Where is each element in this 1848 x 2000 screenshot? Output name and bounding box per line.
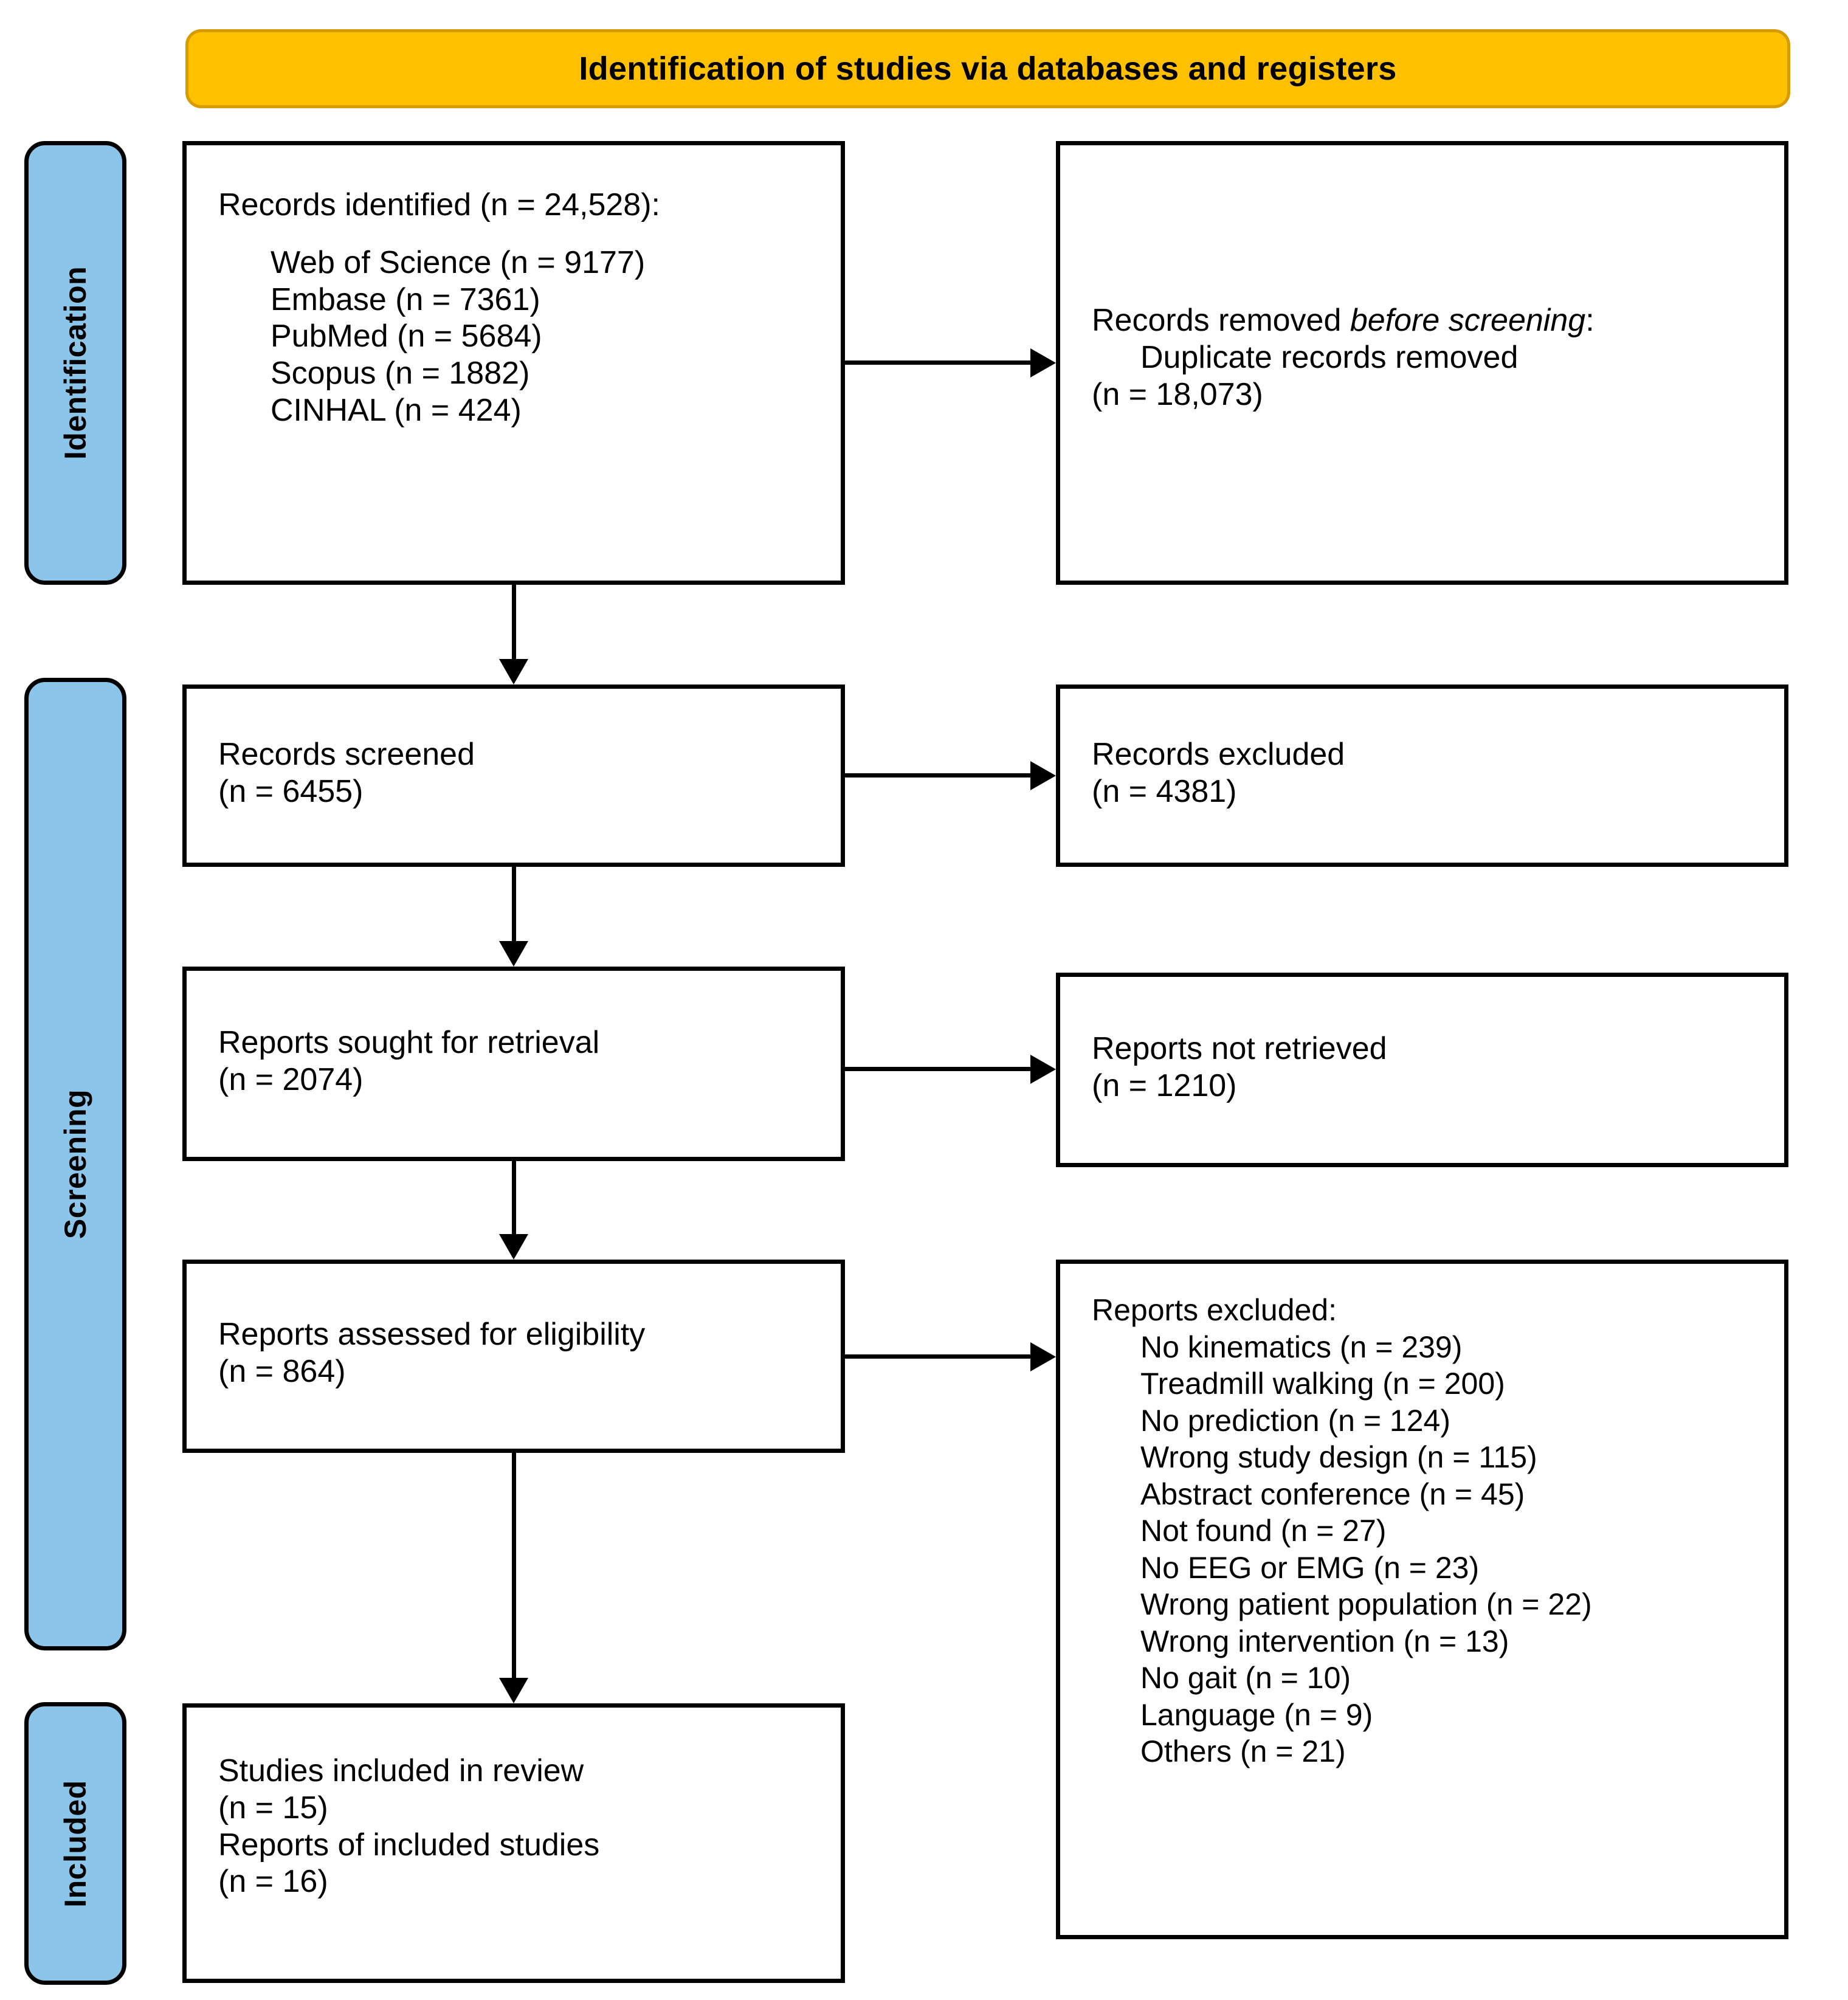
phase-banner-identification: Identification of studies via databases … — [185, 29, 1790, 108]
box-reports-excluded: Reports excluded: No kinematics (n = 239… — [1056, 1260, 1788, 1939]
stage-label-included: Included — [24, 1702, 126, 1985]
spacer — [218, 224, 822, 244]
studies-included-label: Studies included in review — [218, 1753, 584, 1788]
source-embase: Embase (n = 7361) — [271, 281, 540, 317]
connector-sought-to-not-retrieved — [845, 1067, 1030, 1071]
records-removed-heading: Records removed before screening: — [1092, 302, 1766, 339]
arrowhead-right-to-reports-excluded — [1030, 1342, 1056, 1371]
records-screened-count: (n = 6455) — [218, 773, 364, 809]
exclusion-reason-no-kinematics: No kinematics (n = 239) — [1140, 1329, 1463, 1364]
exclusion-reason-treadmill-walking: Treadmill walking (n = 200) — [1140, 1367, 1505, 1401]
stage-label-included-text: Included — [58, 1779, 93, 1908]
records-removed-italic: before screening — [1350, 303, 1586, 338]
reports-of-included-studies-count: (n = 16) — [218, 1864, 328, 1900]
arrowhead-down-to-screened — [499, 659, 528, 684]
duplicate-records-removed-label: Duplicate records removed — [1140, 339, 1519, 375]
connector-identified-to-screened — [512, 585, 516, 659]
stage-label-identification: Identification — [24, 141, 126, 585]
arrowhead-right-to-removed — [1030, 348, 1056, 378]
arrowhead-down-to-sought — [499, 941, 528, 967]
reports-of-included-studies-label: Reports of included studies — [218, 1827, 600, 1863]
box-studies-included-in-review: Studies included in review (n = 15) Repo… — [182, 1703, 845, 1983]
box-records-removed-before-screening: Records removed before screening: Duplic… — [1056, 141, 1788, 585]
arrowhead-right-to-excluded — [1030, 761, 1056, 790]
arrowhead-down-to-assessed — [499, 1234, 528, 1260]
duplicate-records-removed-count: (n = 18,073) — [1092, 376, 1263, 412]
arrowhead-right-to-not-retrieved — [1030, 1055, 1056, 1084]
records-excluded-label: Records excluded — [1092, 737, 1345, 772]
records-excluded-count: (n = 4381) — [1092, 773, 1237, 809]
exclusion-reason-wrong-intervention: Wrong intervention (n = 13) — [1140, 1624, 1509, 1658]
connector-assessed-to-included — [512, 1453, 516, 1678]
box-records-excluded: Records excluded (n = 4381) — [1056, 684, 1788, 867]
reports-excluded-heading: Reports excluded: — [1092, 1293, 1337, 1327]
source-web-of-science: Web of Science (n = 9177) — [271, 244, 646, 280]
banner-title: Identification of studies via databases … — [579, 50, 1397, 87]
exclusion-reason-language: Language (n = 9) — [1140, 1697, 1373, 1732]
reports-not-retrieved-label: Reports not retrieved — [1092, 1031, 1387, 1066]
box-reports-sought-for-retrieval: Reports sought for retrieval (n = 2074) — [182, 967, 845, 1161]
exclusion-reason-others: Others (n = 21) — [1140, 1734, 1346, 1768]
exclusion-reason-not-found: Not found (n = 27) — [1140, 1514, 1387, 1548]
records-screened-label: Records screened — [218, 737, 475, 772]
records-removed-prefix: Records removed — [1092, 303, 1350, 338]
box-reports-assessed-for-eligibility: Reports assessed for eligibility (n = 86… — [182, 1260, 845, 1453]
exclusion-reason-no-prediction: No prediction (n = 124) — [1140, 1403, 1451, 1438]
source-scopus: Scopus (n = 1882) — [271, 356, 530, 391]
connector-sought-to-assessed — [512, 1161, 516, 1234]
arrowhead-down-to-included — [499, 1678, 528, 1703]
box-reports-not-retrieved: Reports not retrieved (n = 1210) — [1056, 973, 1788, 1167]
reports-sought-label: Reports sought for retrieval — [218, 1025, 600, 1060]
stage-label-screening-text: Screening — [58, 1089, 92, 1240]
records-removed-suffix: : — [1585, 303, 1595, 338]
reports-assessed-count: (n = 864) — [218, 1353, 346, 1389]
connector-screened-to-sought — [512, 867, 516, 941]
box-records-screened: Records screened (n = 6455) — [182, 684, 845, 867]
reports-not-retrieved-count: (n = 1210) — [1092, 1067, 1237, 1103]
source-cinhal: CINHAL (n = 424) — [271, 393, 522, 429]
exclusion-reason-no-gait: No gait (n = 10) — [1140, 1661, 1351, 1695]
stage-label-identification-text: Identification — [58, 266, 93, 460]
reports-assessed-label: Reports assessed for eligibility — [218, 1317, 646, 1352]
exclusion-reason-abstract-conference: Abstract conference (n = 45) — [1140, 1477, 1525, 1511]
studies-included-count: (n = 15) — [218, 1790, 328, 1826]
source-pubmed: PubMed (n = 5684) — [271, 319, 542, 354]
records-identified-heading: Records identified (n = 24,528): — [218, 187, 660, 222]
reports-sought-count: (n = 2074) — [218, 1061, 364, 1097]
connector-assessed-to-reports-excluded — [845, 1354, 1030, 1359]
connector-screened-to-excluded — [845, 773, 1030, 778]
exclusion-reason-wrong-study-design: Wrong study design (n = 115) — [1140, 1440, 1537, 1474]
exclusion-reason-no-eeg-or-emg: No EEG or EMG (n = 23) — [1140, 1550, 1480, 1585]
box-records-identified: Records identified (n = 24,528): Web of … — [182, 141, 845, 585]
connector-identified-to-removed — [845, 360, 1030, 365]
exclusion-reason-wrong-patient-population: Wrong patient population (n = 22) — [1140, 1587, 1592, 1621]
stage-label-screening: Screening — [24, 678, 126, 1650]
